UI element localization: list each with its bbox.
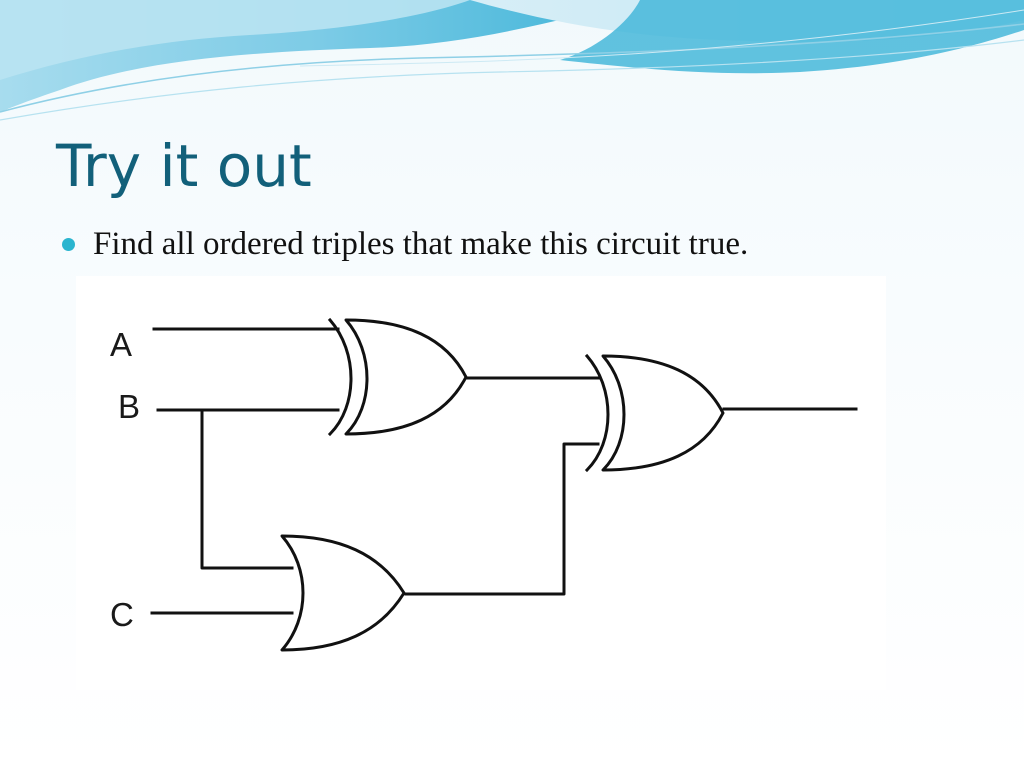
- wire-b-branch: [200, 408, 294, 570]
- slide-title: Try it out: [56, 132, 312, 200]
- bullet-dot-icon: [62, 237, 75, 251]
- input-label-b: B: [118, 388, 140, 425]
- bullet-text: Find all ordered triples that make this …: [93, 225, 749, 262]
- input-label-a: A: [110, 326, 132, 363]
- bullet-item: Find all ordered triples that make this …: [62, 224, 748, 264]
- wire-or-out: [404, 442, 600, 596]
- xor-gate-2: [584, 353, 725, 473]
- circuit-diagram: A B C: [76, 276, 886, 690]
- input-label-c: C: [110, 596, 134, 633]
- xor-gate-1: [327, 317, 468, 437]
- wave-banner: [0, 0, 1024, 121]
- or-gate: [280, 534, 406, 652]
